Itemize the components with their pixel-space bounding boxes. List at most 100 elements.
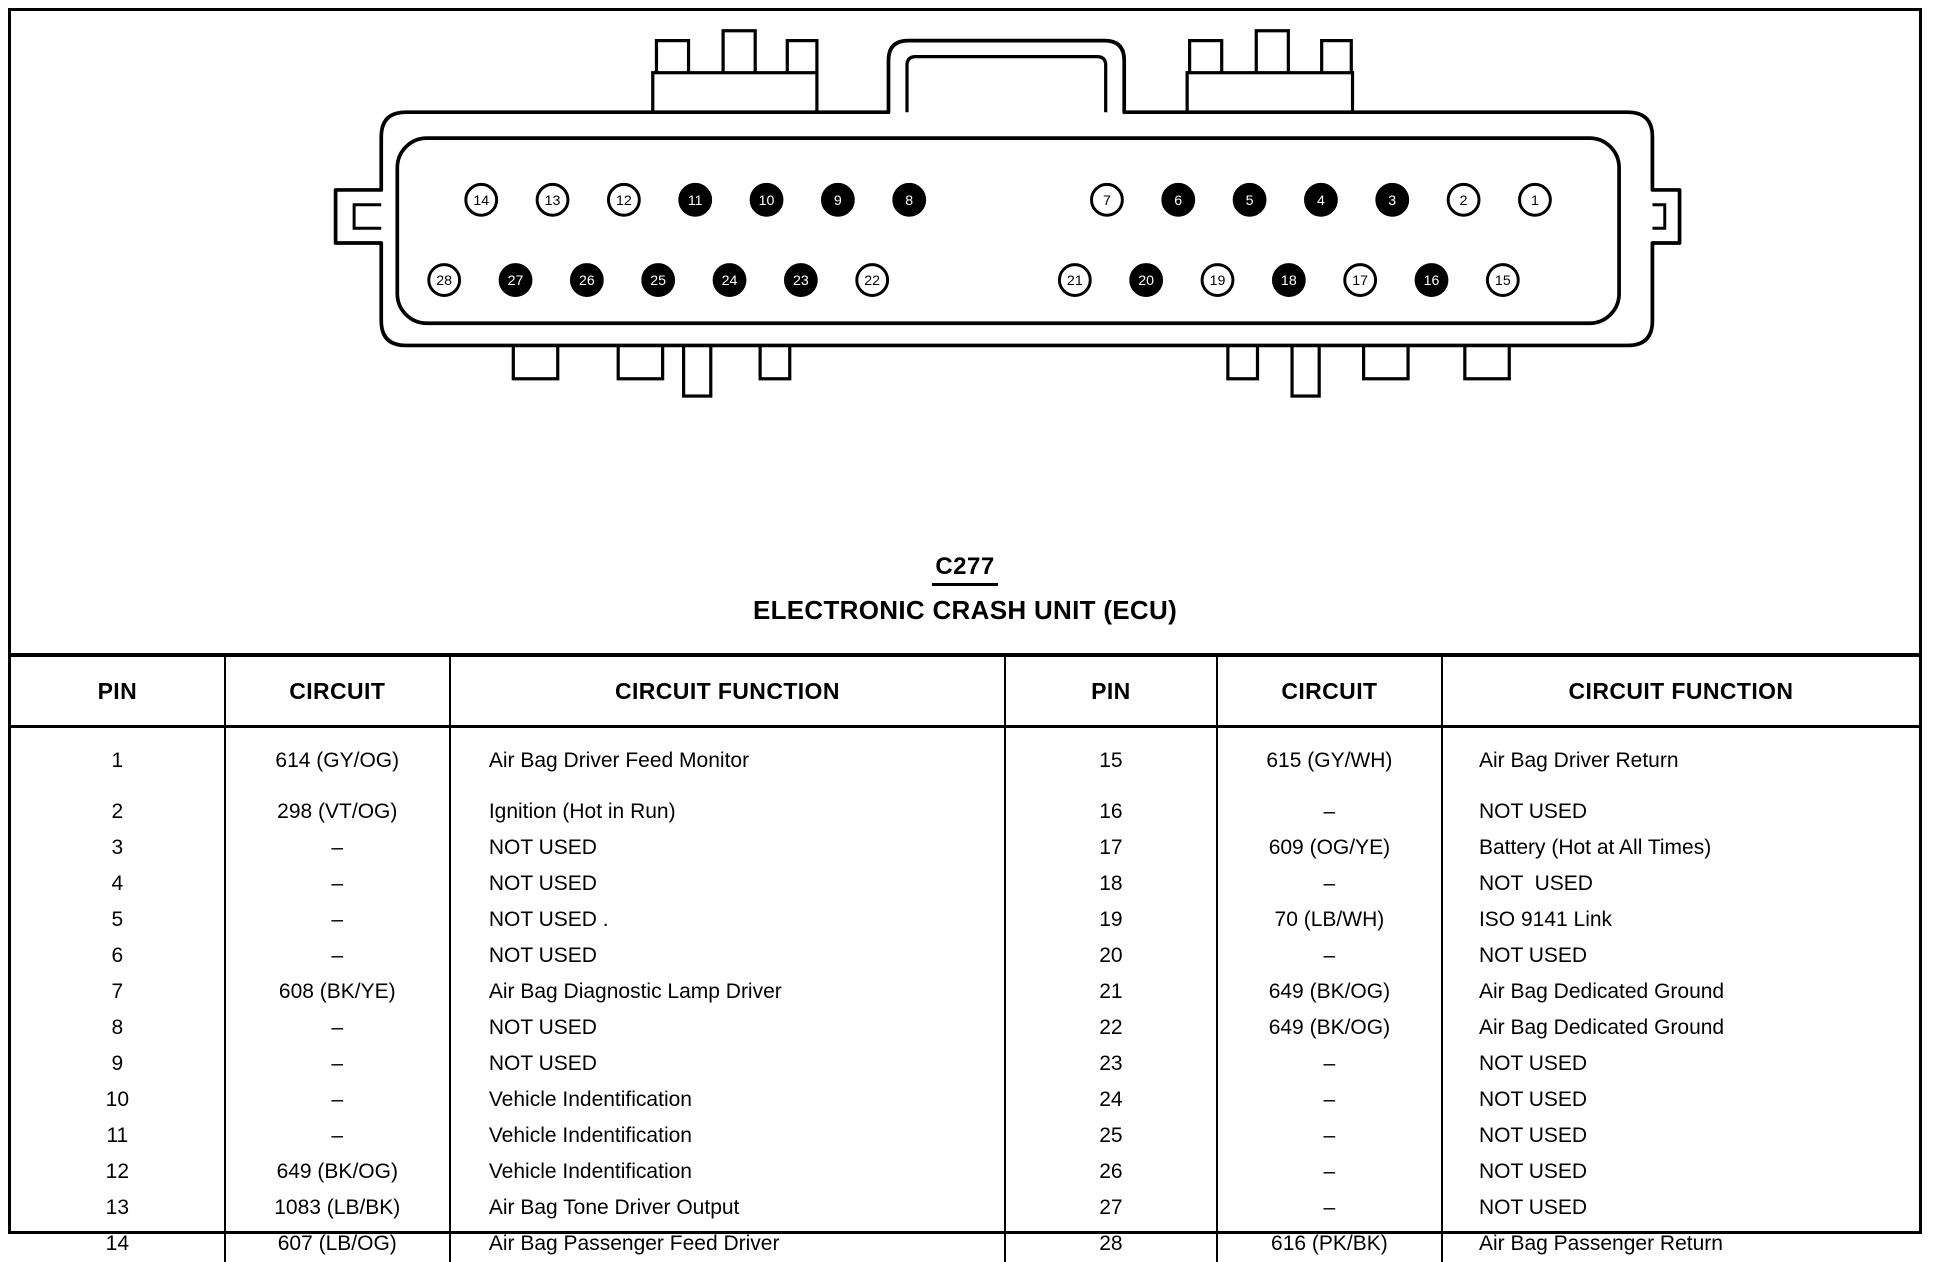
pin-4-label: 4 bbox=[1317, 193, 1325, 209]
pin-15-label: 15 bbox=[1495, 273, 1511, 289]
pin-9-label: 9 bbox=[834, 193, 842, 209]
pin-number-right: 22 bbox=[1005, 1010, 1217, 1046]
circuit-function-right: NOT USED bbox=[1442, 1190, 1919, 1226]
pin-3-label: 3 bbox=[1388, 193, 1396, 209]
circuit-function-left: Ignition (Hot in Run) bbox=[450, 794, 1005, 830]
circuit-function-left: NOT USED bbox=[450, 938, 1005, 974]
circuit-right: 615 (GY/WH) bbox=[1217, 727, 1442, 795]
pin-25-label: 25 bbox=[650, 273, 666, 289]
pin-number-right: 28 bbox=[1005, 1226, 1217, 1262]
pin-number-left: 13 bbox=[11, 1190, 225, 1226]
pin-18-label: 18 bbox=[1281, 273, 1297, 289]
circuit-right: 649 (BK/OG) bbox=[1217, 1010, 1442, 1046]
circuit-right: – bbox=[1217, 794, 1442, 830]
circuit-right: – bbox=[1217, 938, 1442, 974]
circuit-left: – bbox=[225, 938, 450, 974]
circuit-function-left: Vehicle Indentification bbox=[450, 1154, 1005, 1190]
circuit-function-left: NOT USED bbox=[450, 830, 1005, 866]
pin-6-label: 6 bbox=[1174, 193, 1182, 209]
pin-12-label: 12 bbox=[616, 193, 632, 209]
circuit-left: – bbox=[225, 1010, 450, 1046]
circuit-right: – bbox=[1217, 1118, 1442, 1154]
circuit-left: – bbox=[225, 866, 450, 902]
circuit-left: – bbox=[225, 902, 450, 938]
pin-number-left: 1 bbox=[11, 727, 225, 795]
pin-1-label: 1 bbox=[1531, 193, 1539, 209]
connector-name: ELECTRONIC CRASH UNIT (ECU) bbox=[11, 595, 1919, 626]
circuit-function-right: Air Bag Dedicated Ground bbox=[1442, 974, 1919, 1010]
circuit-left: 298 (VT/OG) bbox=[225, 794, 450, 830]
circuit-function-left: Air Bag Passenger Feed Driver bbox=[450, 1226, 1005, 1262]
circuit-function-left: NOT USED . bbox=[450, 902, 1005, 938]
pin-number-left: 8 bbox=[11, 1010, 225, 1046]
circuit-function-left: NOT USED bbox=[450, 1046, 1005, 1082]
connector-title-block: C277 ELECTRONIC CRASH UNIT (ECU) bbox=[11, 553, 1919, 626]
pin-13-label: 13 bbox=[545, 193, 561, 209]
pin-number-left: 9 bbox=[11, 1046, 225, 1082]
pin-17-label: 17 bbox=[1352, 273, 1368, 289]
pin-number-right: 17 bbox=[1005, 830, 1217, 866]
circuit-left: 1083 (LB/BK) bbox=[225, 1190, 450, 1226]
pin-2-label: 2 bbox=[1460, 193, 1468, 209]
circuit-left: 614 (GY/OG) bbox=[225, 727, 450, 795]
connector-id: C277 bbox=[932, 553, 997, 586]
circuit-left: – bbox=[225, 1118, 450, 1154]
circuit-function-right: Battery (Hot at All Times) bbox=[1442, 830, 1919, 866]
circuit-function-left: Vehicle Indentification bbox=[450, 1082, 1005, 1118]
circuit-left: – bbox=[225, 1082, 450, 1118]
pin-number-left: 6 bbox=[11, 938, 225, 974]
circuit-right: 616 (PK/BK) bbox=[1217, 1226, 1442, 1262]
pin-14-label: 14 bbox=[473, 193, 489, 209]
circuit-function-right: NOT USED bbox=[1442, 1046, 1919, 1082]
pin-number-left: 12 bbox=[11, 1154, 225, 1190]
circuit-right: – bbox=[1217, 1190, 1442, 1226]
circuit-function-left: NOT USED bbox=[450, 1010, 1005, 1046]
pin-number-left: 14 bbox=[11, 1226, 225, 1262]
pin-number-left: 3 bbox=[11, 830, 225, 866]
circuit-function-left: Air Bag Tone Driver Output bbox=[450, 1190, 1005, 1226]
pin-23-label: 23 bbox=[793, 273, 809, 289]
pin-number-left: 4 bbox=[11, 866, 225, 902]
circuit-right: – bbox=[1217, 1154, 1442, 1190]
pin-26-label: 26 bbox=[579, 273, 595, 289]
circuit-function-right: NOT USED bbox=[1442, 866, 1919, 902]
pin-number-right: 20 bbox=[1005, 938, 1217, 974]
circuit-left: 608 (BK/YE) bbox=[225, 974, 450, 1010]
circuit-right: 70 (LB/WH) bbox=[1217, 902, 1442, 938]
circuit-left: 649 (BK/OG) bbox=[225, 1154, 450, 1190]
circuit-function-left: Vehicle Indentification bbox=[450, 1118, 1005, 1154]
pin-number-left: 7 bbox=[11, 974, 225, 1010]
pin-8-label: 8 bbox=[905, 193, 913, 209]
column-header-pin: PIN bbox=[11, 655, 225, 727]
circuit-left: 607 (LB/OG) bbox=[225, 1226, 450, 1262]
pin-number-right: 18 bbox=[1005, 866, 1217, 902]
circuit-right: 649 (BK/OG) bbox=[1217, 974, 1442, 1010]
pin-number-left: 11 bbox=[11, 1118, 225, 1154]
pin-24-label: 24 bbox=[722, 273, 738, 289]
pin-number-right: 21 bbox=[1005, 974, 1217, 1010]
circuit-function-right: NOT USED bbox=[1442, 1118, 1919, 1154]
pin-19-label: 19 bbox=[1210, 273, 1226, 289]
circuit-function-right: ISO 9141 Link bbox=[1442, 902, 1919, 938]
column-header-circuit: CIRCUIT bbox=[1217, 655, 1442, 727]
column-header-circuit-function: CIRCUIT FUNCTION bbox=[1442, 655, 1919, 727]
pin-number-right: 16 bbox=[1005, 794, 1217, 830]
pin-21-label: 21 bbox=[1067, 273, 1083, 289]
circuit-function-right: NOT USED bbox=[1442, 1154, 1919, 1190]
pin-number-right: 25 bbox=[1005, 1118, 1217, 1154]
